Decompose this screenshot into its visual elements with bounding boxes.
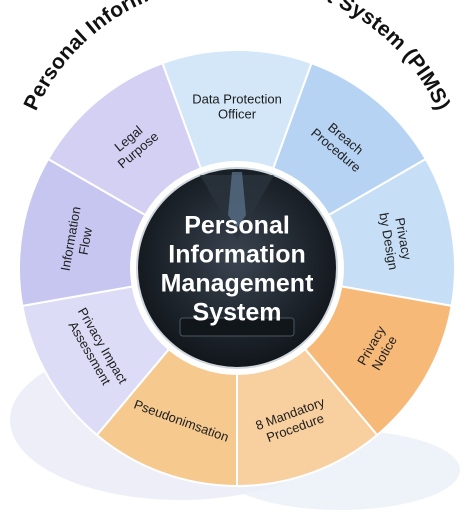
segment-label-line: Privacy xyxy=(392,216,414,261)
center-title-line: Personal xyxy=(184,212,290,240)
segment-label-line: Data Protection xyxy=(192,92,282,107)
tablet-icon xyxy=(179,317,295,337)
segment-label-line: Flow xyxy=(76,226,96,256)
tie-icon xyxy=(228,172,246,228)
segment-label-line: Officer xyxy=(218,107,257,122)
center-title-line: Management xyxy=(161,270,314,298)
center-title-line: System xyxy=(193,299,282,327)
center-title-line: Information xyxy=(168,241,306,269)
